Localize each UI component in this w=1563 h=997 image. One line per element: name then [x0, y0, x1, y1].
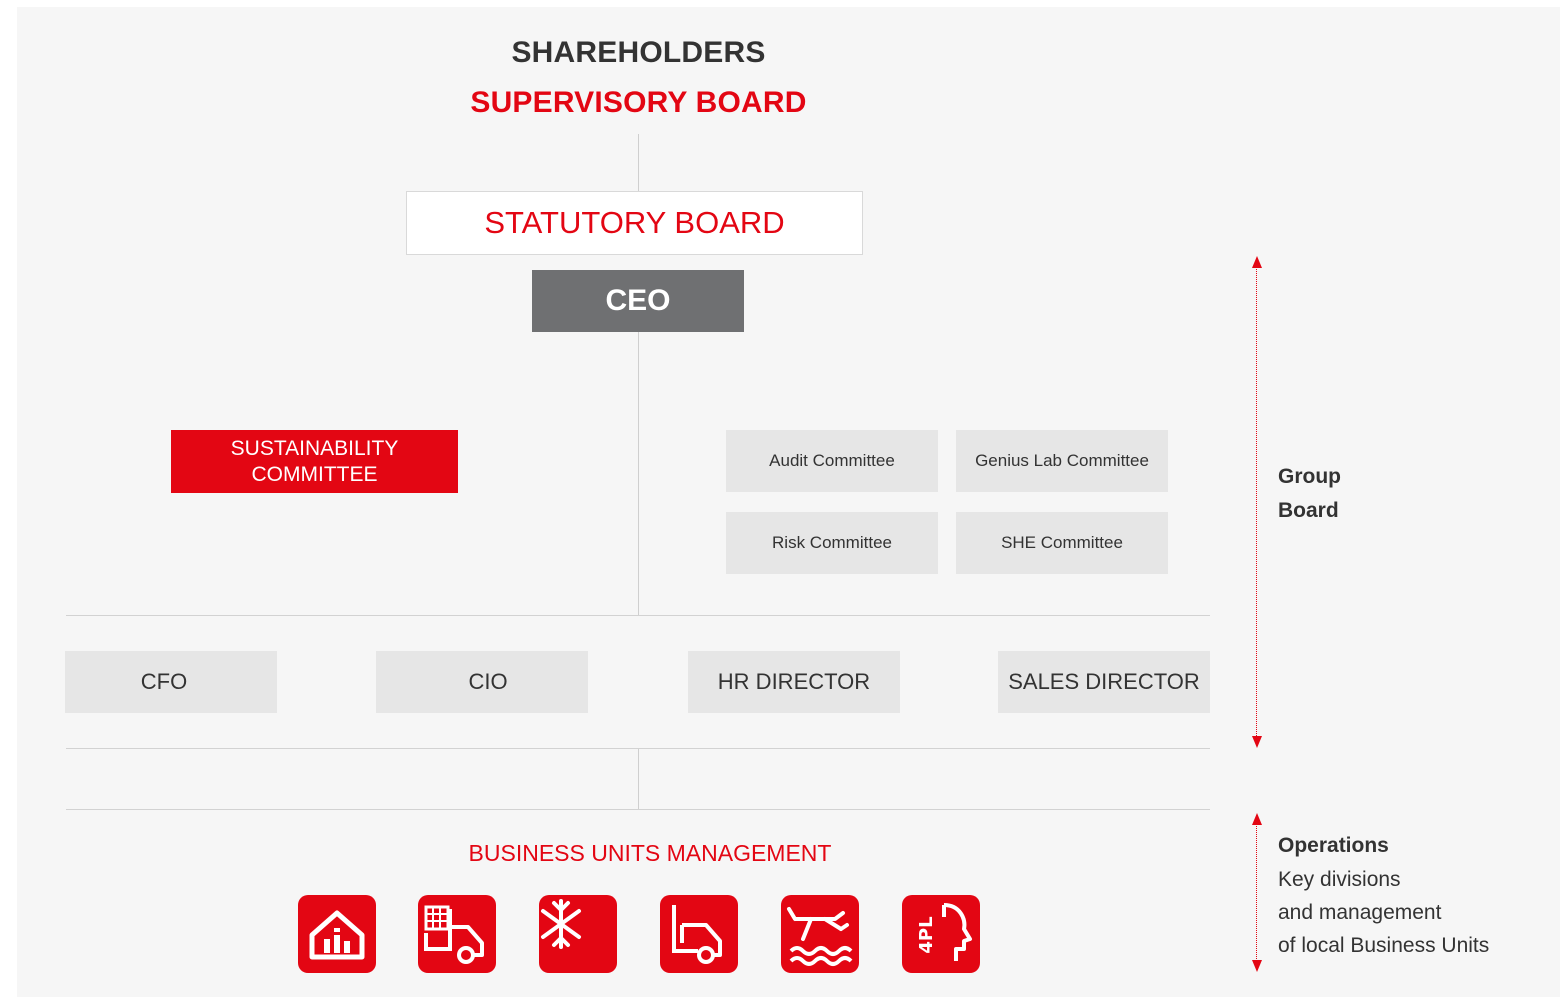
business-units-title: BUSINESS UNITS MANAGEMENT	[468, 840, 832, 866]
she-committee-label: SHE Committee	[1001, 533, 1123, 552]
supervisory-board-title: SUPERVISORY BOARD	[470, 86, 807, 119]
group-board-arrow-line	[1256, 266, 1257, 736]
she-committee-box: SHE Committee	[956, 512, 1168, 574]
sales-director-label: SALES DIRECTOR	[1008, 669, 1200, 694]
connector-ceo-directors	[638, 332, 639, 615]
plane-ship-icon	[781, 895, 859, 973]
operations-line2: and management	[1278, 901, 1442, 924]
connector-supervisory-statutory	[638, 134, 639, 191]
cio-label: CIO	[468, 669, 508, 694]
shareholders-title: SHAREHOLDERS	[511, 36, 766, 69]
genius-lab-committee-box: Genius Lab Committee	[956, 430, 1168, 492]
ceo-label: CEO	[605, 284, 671, 317]
statutory-board-box: STATUTORY BOARD	[406, 191, 863, 255]
ceo-box: CEO	[532, 270, 744, 332]
risk-committee-box: Risk Committee	[726, 512, 938, 574]
snowflake-icon	[539, 895, 617, 973]
cfo-label: CFO	[140, 669, 188, 694]
genius-lab-committee-label: Genius Lab Committee	[975, 451, 1149, 470]
operations-label: Operations Key divisions and management …	[1278, 829, 1489, 962]
warehouse-icon	[298, 895, 376, 973]
4pl-head-icon: 4PL	[902, 895, 980, 973]
delivery-truck-icon	[660, 895, 738, 973]
org-chart-canvas	[17, 7, 1560, 997]
group-board-line1: Group	[1278, 465, 1341, 488]
audit-committee-box: Audit Committee	[726, 430, 938, 492]
risk-committee-label: Risk Committee	[772, 533, 892, 552]
connector-directors-business-units	[638, 749, 639, 809]
statutory-board-label: STATUTORY BOARD	[484, 205, 785, 240]
hr-director-label: HR DIRECTOR	[717, 669, 871, 694]
operations-arrow-down	[1252, 960, 1262, 972]
group-board-arrow-down	[1252, 736, 1262, 748]
operations-arrow-line	[1256, 823, 1257, 961]
operations-title: Operations	[1278, 834, 1389, 857]
divider-top	[66, 615, 1210, 616]
sales-director-box: SALES DIRECTOR	[998, 651, 1210, 713]
audit-committee-label: Audit Committee	[769, 451, 895, 470]
operations-line3: of local Business Units	[1278, 934, 1490, 957]
svg-text:4PL: 4PL	[916, 916, 937, 953]
sustainability-committee-box: SUSTAINABILITY COMMITTEE	[171, 430, 458, 493]
operations-line1: Key divisions	[1278, 868, 1401, 891]
group-board-arrow-up	[1252, 256, 1262, 268]
divider-bottom	[66, 809, 1210, 810]
cio-box: CIO	[376, 651, 588, 713]
operations-arrow-up	[1252, 813, 1262, 825]
sustainability-committee-label: SUSTAINABILITY COMMITTEE	[230, 436, 399, 486]
truck-container-icon	[418, 895, 496, 973]
cfo-box: CFO	[65, 651, 277, 713]
hr-director-box: HR DIRECTOR	[688, 651, 900, 713]
group-board-line2: Board	[1278, 499, 1339, 522]
group-board-label: Group Board	[1278, 460, 1341, 528]
divider-middle	[66, 748, 1210, 749]
